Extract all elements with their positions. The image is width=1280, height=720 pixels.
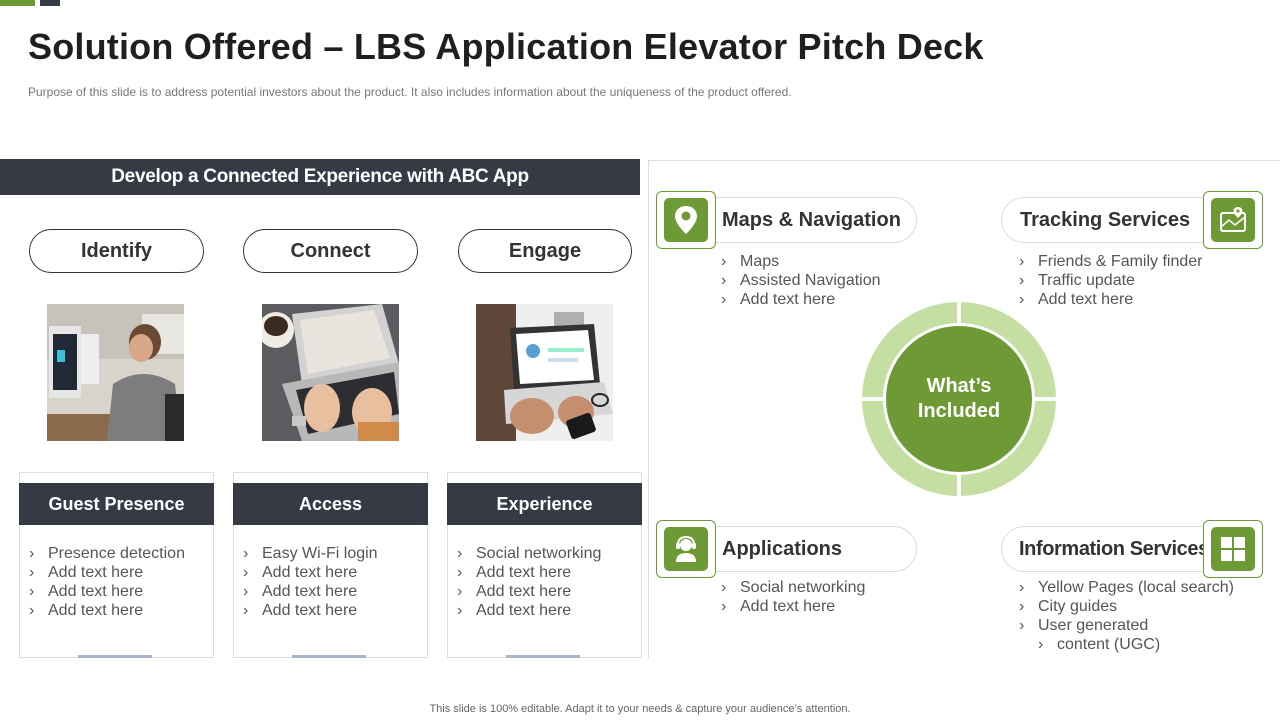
tracking-services-list: Friends & Family finder Traffic update A… (1019, 252, 1203, 309)
card-guest-presence: Guest Presence Presence detection Add te… (19, 472, 214, 658)
list-item: Assisted Navigation (721, 271, 881, 290)
photo-laptop-analytics (476, 304, 613, 441)
pill-engage: Engage (458, 229, 632, 273)
service-title: Applications (722, 537, 843, 560)
list-item: content (UGC) (1019, 635, 1234, 654)
map-tracking-icon (1220, 207, 1246, 232)
list-item: City guides (1019, 597, 1234, 616)
list-item: Add text here (457, 563, 601, 582)
photo-typing-laptop (262, 304, 399, 441)
right-panel (648, 160, 1280, 658)
maps-navigation-list: Maps Assisted Navigation Add text here (721, 252, 881, 309)
center-label-line: Included (917, 400, 1001, 422)
list-item: Add text here (29, 582, 185, 601)
tracking-services-icon-box (1203, 191, 1263, 249)
card-access: Access Easy Wi-Fi login Add text here Ad… (233, 472, 428, 658)
list-item: Add text here (457, 601, 601, 620)
list-item: User generated (1019, 616, 1234, 635)
maps-navigation-icon-box (656, 191, 716, 249)
photo-man-at-computer (47, 304, 184, 441)
list-item: Social networking (457, 544, 601, 563)
list-item: Yellow Pages (local search) (1019, 578, 1234, 597)
service-title: Information Services (1019, 537, 1209, 560)
card-list: Easy Wi-Fi login Add text here Add text … (243, 544, 378, 620)
list-item: Add text here (29, 601, 185, 620)
whats-included-ring (860, 300, 1058, 498)
list-item: Add text here (1019, 290, 1203, 309)
whats-included-label: What’s Included (885, 374, 1033, 424)
applications-icon-box (656, 520, 716, 578)
card-tab-decoration (506, 655, 580, 658)
card-title: Guest Presence (19, 483, 214, 525)
center-label-line: What’s (926, 375, 992, 397)
pill-identify: Identify (29, 229, 204, 273)
location-pin-icon (675, 206, 697, 234)
list-item: Add text here (721, 597, 865, 616)
card-title: Experience (447, 483, 642, 525)
windows-grid-icon (1221, 537, 1245, 561)
card-experience: Experience Social networking Add text he… (447, 472, 642, 658)
list-item: Presence detection (29, 544, 185, 563)
list-item: Add text here (243, 582, 378, 601)
list-item: Add text here (243, 601, 378, 620)
information-services-list: Yellow Pages (local search) City guides … (1019, 578, 1234, 654)
list-item: Social networking (721, 578, 865, 597)
card-title: Access (233, 483, 428, 525)
list-item: Add text here (721, 290, 881, 309)
left-panel-header: Develop a Connected Experience with ABC … (0, 159, 640, 195)
applications-list: Social networking Add text here (721, 578, 865, 616)
user-headset-icon (676, 535, 696, 562)
list-item: Add text here (243, 563, 378, 582)
footer-note: This slide is 100% editable. Adapt it to… (429, 703, 851, 715)
slide-title: Solution Offered – LBS Application Eleva… (28, 26, 984, 67)
list-item: Maps (721, 252, 881, 271)
accent-bar-green (0, 0, 35, 6)
service-title: Tracking Services (1020, 208, 1191, 231)
service-pill-information-services: Information Services (1001, 526, 1251, 572)
information-services-icon-box (1203, 520, 1263, 578)
accent-bar-dark (40, 0, 60, 6)
list-item: Add text here (457, 582, 601, 601)
list-item: Easy Wi-Fi login (243, 544, 378, 563)
service-title: Maps & Navigation (722, 208, 901, 231)
list-item: Add text here (29, 563, 185, 582)
card-list: Presence detection Add text here Add tex… (29, 544, 185, 620)
card-tab-decoration (78, 655, 152, 658)
list-item: Traffic update (1019, 271, 1203, 290)
list-item: Friends & Family finder (1019, 252, 1203, 271)
card-tab-decoration (292, 655, 366, 658)
card-list: Social networking Add text here Add text… (457, 544, 601, 620)
pill-connect: Connect (243, 229, 418, 273)
slide-subtitle: Purpose of this slide is to address pote… (28, 85, 792, 99)
